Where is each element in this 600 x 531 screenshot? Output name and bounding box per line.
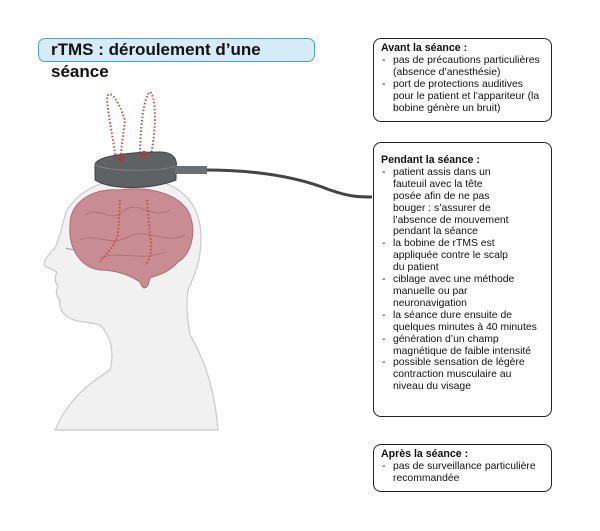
list-item: la bobine de rTMS est appliquée contre l…: [381, 238, 513, 274]
list-item: pas de surveillance particulière recomma…: [381, 461, 546, 485]
list-item: la séance dure ensuite de quelques minut…: [381, 310, 546, 334]
after-session-heading: Après la séance :: [381, 448, 469, 460]
brain: [69, 188, 194, 289]
during-session-heading: Pendant la séance :: [381, 154, 480, 166]
brain-folds: [79, 206, 186, 259]
magnetic-field: [99, 90, 156, 266]
list-item: possible sensation de légère contraction…: [381, 357, 543, 393]
before-session-heading: Avant la séance :: [381, 42, 468, 54]
list-item: port de protections auditives pour le pa…: [381, 79, 546, 115]
coil-cable: [176, 168, 373, 199]
list-item: génération d’un champ magnétique de faib…: [381, 334, 546, 358]
diagram-title: rTMS : déroulement d’une séance: [38, 38, 315, 81]
list-item: patient assis dans un fauteuil avec la t…: [381, 167, 513, 238]
before-session-box: Avant la séance : pas de précautions par…: [373, 38, 552, 122]
cable-connector: [175, 166, 207, 174]
list-item: pas de précautions particulières (absenc…: [381, 55, 546, 79]
rtms-coil: [94, 151, 177, 188]
after-session-box: Après la séance : pas de surveillance pa…: [373, 444, 552, 492]
list-item: ciblage avec une méthode manuelle ou par…: [381, 274, 543, 310]
during-session-box: Pendant la séance : patient assis dans u…: [373, 142, 552, 417]
